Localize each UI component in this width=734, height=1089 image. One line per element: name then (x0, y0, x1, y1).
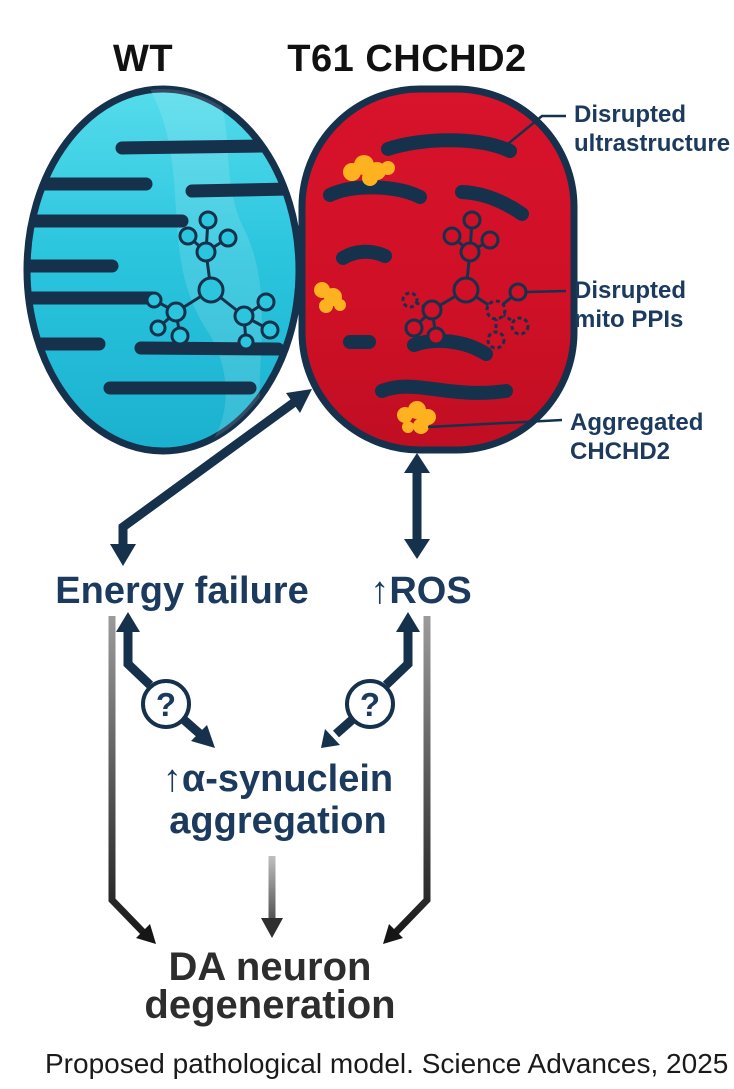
callout-mito-ppis-line1: Disrupted (574, 277, 687, 304)
question-circle-right (345, 679, 395, 729)
node-da-degeneration: DA neuron degeneration (110, 945, 430, 1027)
leader-aggregated (427, 418, 563, 429)
callout-mito-ppis: Disrupted mito PPIs (574, 276, 686, 334)
callout-ultrastructure: Disrupted ultrastructure (574, 100, 730, 158)
mutant-cristae-disrupted (323, 133, 529, 400)
arrowhead-to-mito (404, 453, 430, 473)
callout-aggregated-line1: Aggregated (570, 409, 704, 436)
question-circle-left (141, 679, 191, 729)
callout-aggregated-line2: CHCHD2 (570, 438, 671, 465)
question-mark-left: ? (156, 686, 176, 723)
callout-ultrastructure-line1: Disrupted (574, 101, 687, 128)
callout-leader-lines (427, 114, 567, 429)
node-da-line2: degeneration (144, 983, 396, 1027)
arrow-energy-da (108, 616, 156, 944)
question-mark-right: ? (360, 686, 380, 723)
callout-aggregated: Aggregated CHCHD2 (570, 408, 703, 466)
mutant-mitochondrion (298, 85, 578, 454)
wt-title: WT (112, 38, 174, 80)
arrowhead-to-ros (404, 539, 430, 559)
node-energy-failure: Energy failure (55, 570, 309, 612)
leader-mito-ppis (525, 289, 567, 294)
leader-ultrastructure (497, 114, 566, 153)
arrowhead-to-mito (286, 389, 312, 413)
mutant-ppi-network-icon (401, 210, 530, 350)
node-synuclein-aggregation: ↑α-synuclein aggregation (118, 758, 438, 842)
node-synuclein-line1: ↑α-synuclein (162, 758, 394, 800)
arrow-ros-da (383, 616, 431, 944)
mutant-title: T61 CHCHD2 (287, 38, 527, 80)
callout-ultrastructure-line2: ultrastructure (574, 130, 731, 157)
arrow-mito-ros (404, 453, 430, 559)
arrow-energy-synuclein: ? (116, 612, 215, 748)
node-da-line1: DA neuron (168, 945, 372, 989)
arrowhead-to-energy (110, 544, 136, 566)
wt-mitochondrion (23, 85, 303, 455)
callout-mito-ppis-line2: mito PPIs (574, 306, 684, 333)
node-ros: ↑ROS (370, 570, 472, 612)
arrow-mito-energy (110, 389, 312, 566)
node-synuclein-line2: aggregation (169, 800, 387, 842)
wt-ppi-network-icon (145, 210, 280, 351)
arrow-ros-synuclein: ? (321, 612, 420, 748)
figure-caption: Proposed pathological model. Science Adv… (45, 1048, 729, 1079)
arrow-synuclein-da (261, 856, 283, 938)
chchd2-aggregate-blobs (314, 155, 436, 434)
